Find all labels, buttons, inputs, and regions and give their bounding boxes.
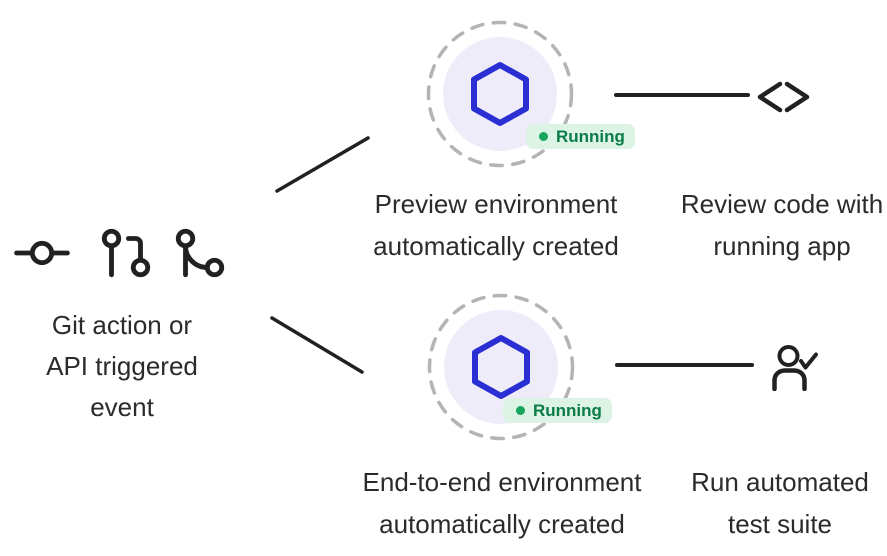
status-dot-icon <box>539 132 548 141</box>
preview-environment-label: Preview environment automatically create… <box>336 183 656 267</box>
run-tests-label: Run automated test suite <box>620 461 887 545</box>
run-label-line1: Run automated <box>691 467 869 497</box>
e2e-environment-node <box>427 293 575 441</box>
run-label-line2: test suite <box>727 509 833 539</box>
git-event-label-line2: API triggered <box>46 351 198 381</box>
preview-label-line1: Preview environment <box>374 189 618 219</box>
e2e-label-line1: End-to-end environment <box>362 467 642 497</box>
review-label-line1: Review code with <box>680 189 884 219</box>
preview-label-line2: automatically created <box>373 231 619 261</box>
code-icon <box>757 81 810 113</box>
git-commit-icon <box>14 240 70 266</box>
status-badge-top: Running <box>526 124 635 149</box>
environment-circle <box>444 310 558 424</box>
environment-circle <box>443 37 557 151</box>
preview-environment-node <box>426 20 574 168</box>
branch-line-bottom <box>270 316 364 374</box>
review-label-line2: running app <box>713 231 851 261</box>
dashed-ring-icon <box>427 293 575 441</box>
status-badge-label: Running <box>556 126 625 146</box>
status-dot-icon <box>516 406 525 415</box>
review-code-label: Review code with running app <box>622 183 887 267</box>
e2e-label-line2: automatically created <box>379 509 625 539</box>
user-check-icon <box>772 345 818 391</box>
e2e-environment-label: End-to-end environment automatically cre… <box>342 461 662 545</box>
status-badge-label: Running <box>533 400 602 420</box>
git-event-label-line3: event <box>90 392 154 422</box>
hexagon-icon <box>472 335 530 399</box>
hexagon-icon <box>471 62 529 126</box>
status-badge-bottom: Running <box>503 398 612 423</box>
dashed-ring-icon <box>426 20 574 168</box>
git-event-label-line1: Git action or <box>51 310 193 340</box>
git-merge-icon <box>175 228 225 278</box>
branch-line-top <box>275 136 370 193</box>
git-pull-request-icon <box>101 228 151 278</box>
git-event-label: Git action or API triggered event <box>2 305 242 428</box>
